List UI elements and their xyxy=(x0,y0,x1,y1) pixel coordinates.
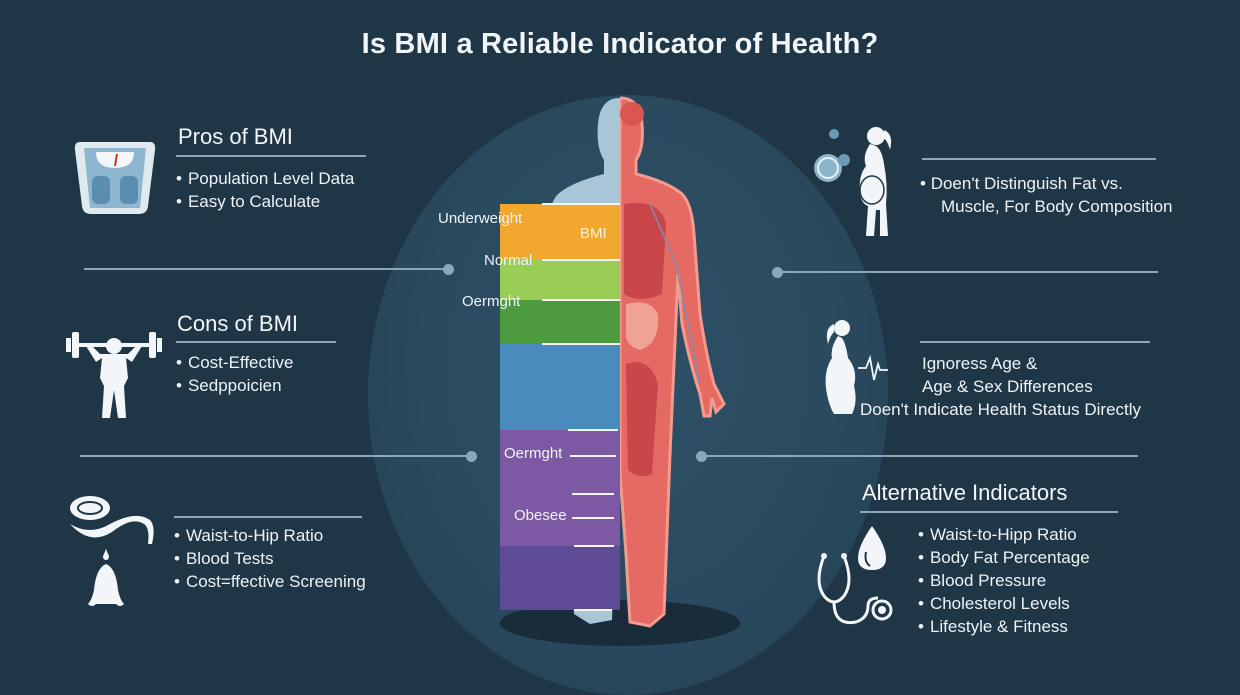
limitation-1-underline xyxy=(922,158,1156,160)
band-label-overweight-2: Oermght xyxy=(504,445,563,462)
pros-heading: Pros of BMI xyxy=(178,124,293,149)
connector-dot xyxy=(443,264,454,275)
list-item: Waist-to-Hipp Ratio xyxy=(918,523,1090,546)
limitation-1-text: • Doen't Distinguish Fat vs. Muscle, For… xyxy=(920,172,1172,218)
body-bmi-anatomy-figure: BMI xyxy=(500,96,726,628)
list-item: Blood Pressure xyxy=(918,569,1090,592)
list-item: Blood Tests xyxy=(174,547,366,570)
list-item: Body Fat Percentage xyxy=(918,546,1090,569)
pregnant-woman-icon xyxy=(814,127,892,236)
list-item: Population Level Data xyxy=(176,167,354,190)
tape-measure-icon xyxy=(70,496,154,606)
band-label-overweight: Oermght xyxy=(462,293,521,310)
divider-left-1 xyxy=(84,268,446,270)
measures-list: Waist-to-Hip Ratio Blood Tests Cost=ffec… xyxy=(174,524,366,593)
alternatives-underline xyxy=(860,511,1118,513)
connector-dot xyxy=(696,451,707,462)
list-item: Sedppoicien xyxy=(176,374,293,397)
list-item: Cholesterol Levels xyxy=(918,592,1090,615)
divider-right-1 xyxy=(778,271,1158,273)
list-item: Easy to Calculate xyxy=(176,190,354,213)
pros-list: Population Level Data Easy to Calculate xyxy=(176,167,354,213)
list-item-continuation: Muscle, For Body Composition xyxy=(941,197,1173,216)
band-label-underweight: Underweight xyxy=(438,210,523,227)
list-item: Lifestyle & Fitness xyxy=(918,615,1090,638)
limitation-2-underline xyxy=(920,341,1150,343)
cons-underline xyxy=(176,341,336,343)
measures-underline xyxy=(174,516,362,518)
cons-list: Cost-Effective Sedppoicien xyxy=(176,351,294,397)
pregnant-woman-heartbeat-icon xyxy=(825,320,888,414)
cons-heading: Cons of BMI xyxy=(177,311,299,336)
page-title: Is BMI a Reliable Indicator of Health? xyxy=(361,28,879,60)
divider-right-2 xyxy=(702,455,1138,457)
pros-underline xyxy=(176,155,366,157)
list-item: Waist-to-Hip Ratio xyxy=(174,524,366,547)
limitation-2-line-2: Age & Sex Differences xyxy=(922,377,1093,396)
alternatives-heading: Alternative Indicators xyxy=(862,480,1068,505)
band-label-obese: Obesee xyxy=(514,507,567,524)
list-item: Cost=ffective Screening xyxy=(174,570,366,593)
limitation-2-line-3: Doen't Indicate Health Status Directly xyxy=(860,400,1142,419)
divider-left-2 xyxy=(80,455,470,457)
list-item: • Doen't Distinguish Fat vs. xyxy=(920,174,1123,193)
list-item: Cost-Effective xyxy=(176,351,294,374)
connector-dot xyxy=(466,451,477,462)
bmi-label: BMI xyxy=(580,225,607,242)
connector-dot xyxy=(772,267,783,278)
weighing-scale-icon xyxy=(74,142,156,214)
alternatives-list: Waist-to-Hipp Ratio Body Fat Percentage … xyxy=(918,523,1090,638)
stethoscope-drop-icon xyxy=(817,526,893,625)
limitation-2-line-1: Ignoress Age & xyxy=(922,354,1038,373)
weightlifter-icon xyxy=(66,332,162,418)
band-label-normal: Normal xyxy=(484,252,533,269)
